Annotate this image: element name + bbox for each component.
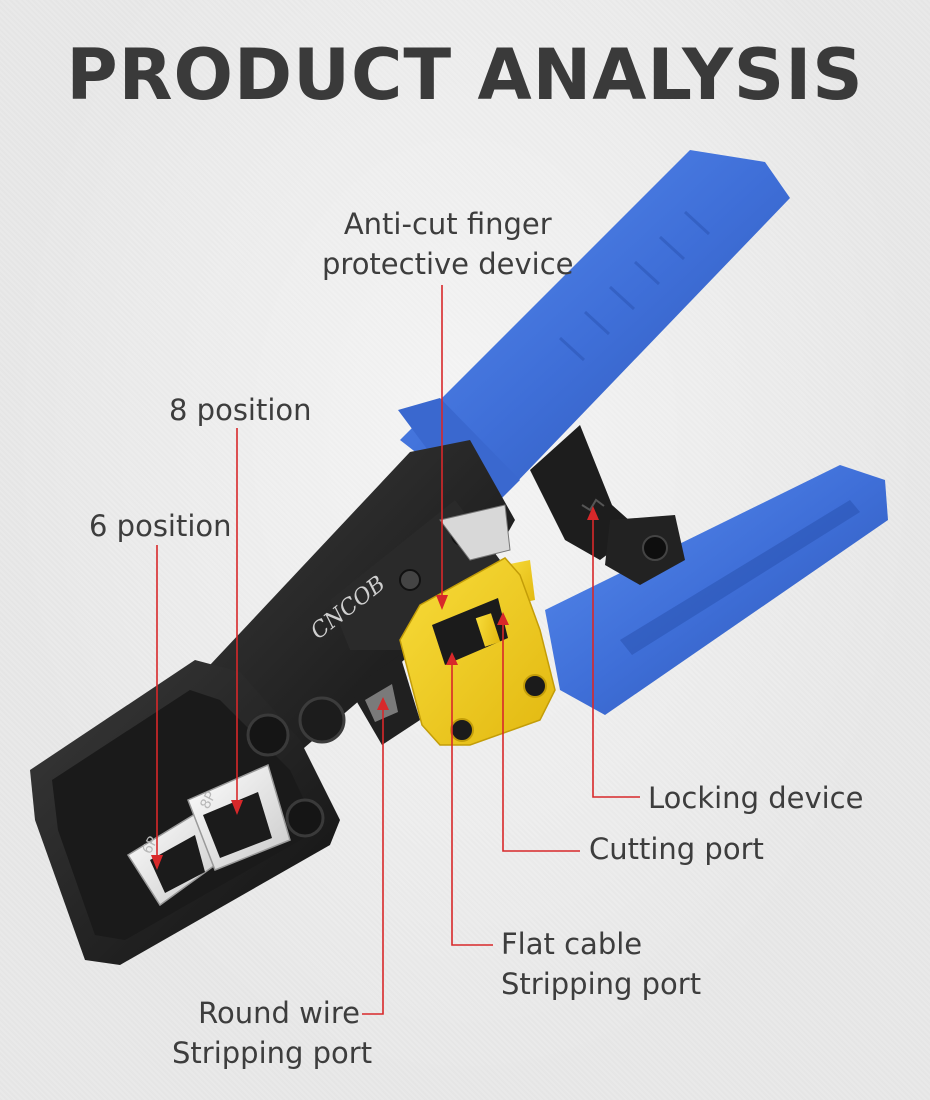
lower-handle [545,465,888,715]
crimping-head: 6P 8P [30,660,346,965]
label-flat-cable-line1: Flat cable [501,927,643,961]
label-locking-device: Locking device [648,781,864,815]
label-anti-cut-line2: protective device [322,247,574,281]
arrow-locking [587,506,599,520]
port-mark-8p: 8P [197,789,219,812]
label-round-wire-line1: Round wire [198,996,360,1030]
label-flat-cable: Flat cable Stripping port [501,924,701,1004]
leader-round-wire [362,705,384,1015]
yellow-guard [399,557,556,746]
label-flat-cable-line2: Stripping port [501,967,702,1001]
locking-lever [530,425,685,585]
label-round-wire: Round wire Stripping port [172,993,373,1073]
leader-locking [592,515,640,798]
label-cutting-port: Cutting port [589,832,764,866]
label-anti-cut-finger: Anti-cut finger protective device [322,204,574,284]
page-title: PRODUCT ANALYSIS [66,34,864,116]
label-6-position: 6 position [89,509,232,543]
port-mark-6p: 6P [139,834,161,857]
arrow-8-position [231,800,243,815]
label-round-wire-line2: Stripping port [172,1036,373,1070]
arrow-anti-cut [436,595,448,610]
arrow-round-wire [377,697,389,710]
leader-lines [156,285,640,1015]
label-8-position: 8 position [169,393,312,427]
arrow-cutting [497,612,509,625]
label-anti-cut-line1: Anti-cut finger [343,207,552,241]
leader-cutting [502,620,580,852]
arrow-6-position [151,855,163,870]
leader-flat-cable [451,660,493,946]
arrow-flat-cable [446,652,458,665]
